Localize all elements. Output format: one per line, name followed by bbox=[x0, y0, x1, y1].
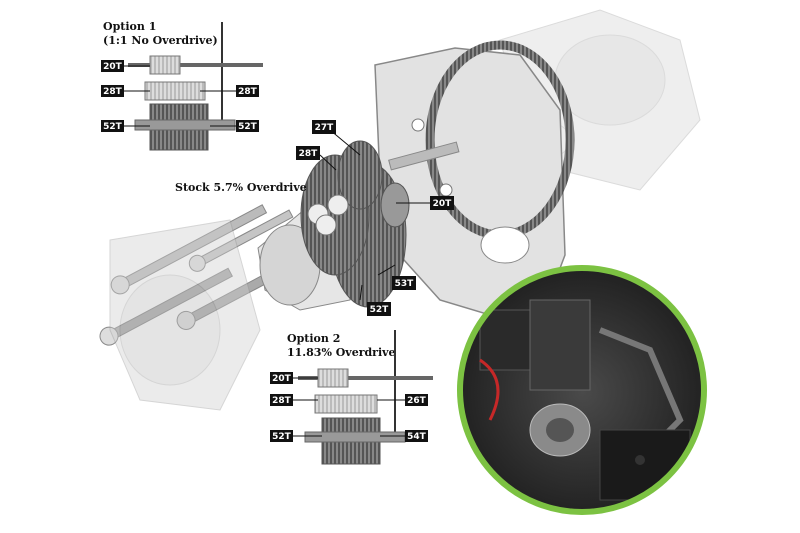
svg-text:26T: 26T bbox=[407, 396, 427, 406]
option1-shaft bbox=[128, 63, 263, 67]
option2-tag-54t: 54T bbox=[405, 430, 428, 442]
installed-photo bbox=[457, 265, 707, 515]
option2-tag-52t: 52T bbox=[270, 430, 293, 442]
gear-27t bbox=[337, 140, 383, 210]
option2-tag-28t: 28T bbox=[270, 394, 293, 406]
svg-text:52T: 52T bbox=[238, 122, 258, 132]
svg-text:52T: 52T bbox=[370, 305, 390, 315]
photo-ring bbox=[457, 265, 707, 515]
stock-tag-27t: 27T bbox=[312, 120, 336, 134]
svg-text:52T: 52T bbox=[103, 122, 123, 132]
svg-text:28T: 28T bbox=[103, 87, 123, 97]
svg-text:53T: 53T bbox=[395, 279, 415, 289]
gear-cluster bbox=[257, 140, 460, 311]
stock-leader-lines bbox=[319, 129, 430, 301]
case-half-ghost bbox=[109, 219, 261, 411]
option1-inset: Option 1 (1:1 No Overdrive) 20T 28T 28T … bbox=[101, 20, 263, 151]
option1-tag-52t-left: 52T bbox=[101, 120, 124, 132]
option1-tag-28t-right: 28T bbox=[236, 85, 259, 97]
gear-20t bbox=[380, 182, 410, 228]
option1-tag-20t: 20T bbox=[101, 60, 124, 72]
option2-subtitle: 11.83% Overdrive bbox=[287, 346, 396, 359]
stock-tag-28t: 28T bbox=[296, 146, 320, 160]
svg-text:20T: 20T bbox=[103, 62, 123, 72]
option1-tag-52t-right: 52T bbox=[236, 120, 259, 132]
option1-title: Option 1 bbox=[103, 20, 156, 33]
svg-text:27T: 27T bbox=[315, 123, 335, 133]
svg-text:54T: 54T bbox=[407, 432, 427, 442]
svg-text:28T: 28T bbox=[299, 149, 319, 159]
option2-tag-26t: 26T bbox=[405, 394, 428, 406]
option2-title: Option 2 bbox=[287, 332, 340, 345]
option2-tag-20t: 20T bbox=[270, 372, 293, 384]
svg-text:20T: 20T bbox=[433, 199, 453, 209]
svg-text:28T: 28T bbox=[238, 87, 258, 97]
option1-tag-28t-left: 28T bbox=[101, 85, 124, 97]
stock-title: Stock 5.7% Overdrive bbox=[175, 181, 307, 194]
svg-text:20T: 20T bbox=[272, 374, 292, 384]
stock-tag-52t: 52T bbox=[367, 302, 391, 316]
stock-tag-53t: 53T bbox=[392, 276, 416, 290]
option2-shaft bbox=[298, 376, 433, 380]
stock-tag-20t: 20T bbox=[430, 196, 454, 210]
option2-inset: Option 2 11.83% Overdrive 20T 28T 26T 52… bbox=[270, 330, 433, 465]
svg-text:52T: 52T bbox=[272, 432, 292, 442]
svg-text:28T: 28T bbox=[272, 396, 292, 406]
option1-subtitle: (1:1 No Overdrive) bbox=[103, 34, 218, 47]
